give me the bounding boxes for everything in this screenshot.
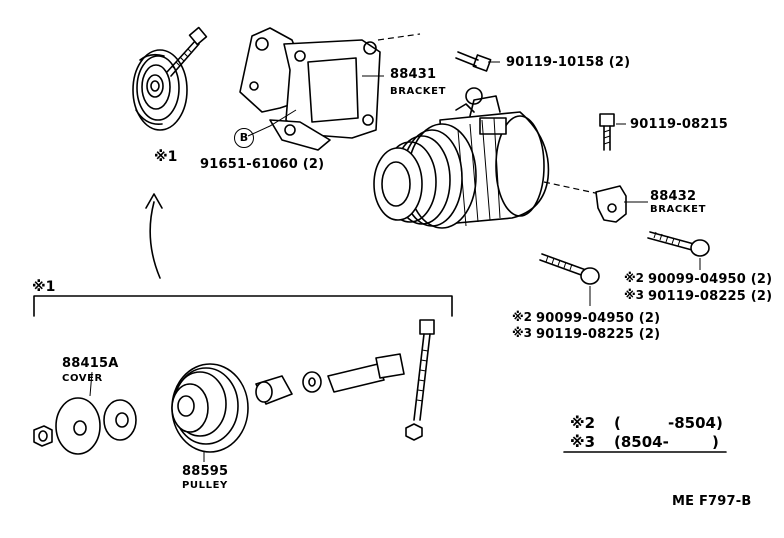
part-number-88432: 88432 <box>650 189 697 204</box>
compressor-drawing <box>373 87 601 229</box>
condition-mark-2-right: ※2 <box>624 271 645 285</box>
part-number-88431: 88431 <box>390 67 437 82</box>
part-number-88595: 88595 <box>182 464 229 479</box>
bolt-90119-10158-drawing <box>455 51 492 72</box>
legend-range-3: (8504- <box>614 433 669 451</box>
part-number-90099-04950-right: 90099-04950 (2) <box>648 272 773 287</box>
part-name-bracket-88431: BRACKET <box>390 86 447 97</box>
reference-mark-b: B <box>234 128 254 148</box>
long-bolt-mid-drawing <box>539 253 600 285</box>
part-number-90119-08215: 90119-08215 <box>630 117 729 132</box>
reference-mark-1-group: ※1 <box>32 279 56 295</box>
legend-range-2: -8504) <box>668 414 723 432</box>
group-bracket <box>33 295 453 317</box>
part-name-pulley: PULLEY <box>182 480 228 491</box>
bracket-88431-drawing <box>239 27 421 151</box>
condition-mark-3-mid: ※3 <box>512 326 533 340</box>
part-number-90119-08225-mid: 90119-08225 (2) <box>536 327 661 342</box>
part-name-bracket-88432: BRACKET <box>650 204 707 215</box>
pulley-assembly-drawing <box>33 319 435 455</box>
legend-open-paren-2: ( <box>614 414 621 432</box>
part-number-88415a: 88415A <box>62 356 119 371</box>
part-number-90119-08225-right: 90119-08225 (2) <box>648 289 773 304</box>
legend-mark-3: ※3 <box>570 433 596 451</box>
drawing-code: ME F797-B <box>672 494 752 509</box>
part-number-90099-04950-mid: 90099-04950 (2) <box>536 311 661 326</box>
part-name-cover: COVER <box>62 373 103 384</box>
condition-mark-3-right: ※3 <box>624 288 645 302</box>
legend-close-paren-3: ) <box>712 433 719 451</box>
part-number-91651-61060: 91651-61060 (2) <box>200 157 325 172</box>
bracket-88432-drawing <box>595 185 627 223</box>
reference-mark-1-top: ※1 <box>154 149 178 165</box>
condition-mark-2-mid: ※2 <box>512 310 533 324</box>
long-bolt-right-drawing <box>647 231 710 257</box>
legend-mark-2: ※2 <box>570 414 596 432</box>
part-number-90119-10158: 90119-10158 (2) <box>506 55 631 70</box>
bolt-90119-08215-drawing <box>599 113 615 151</box>
idler-pulley-drawing <box>132 26 208 131</box>
